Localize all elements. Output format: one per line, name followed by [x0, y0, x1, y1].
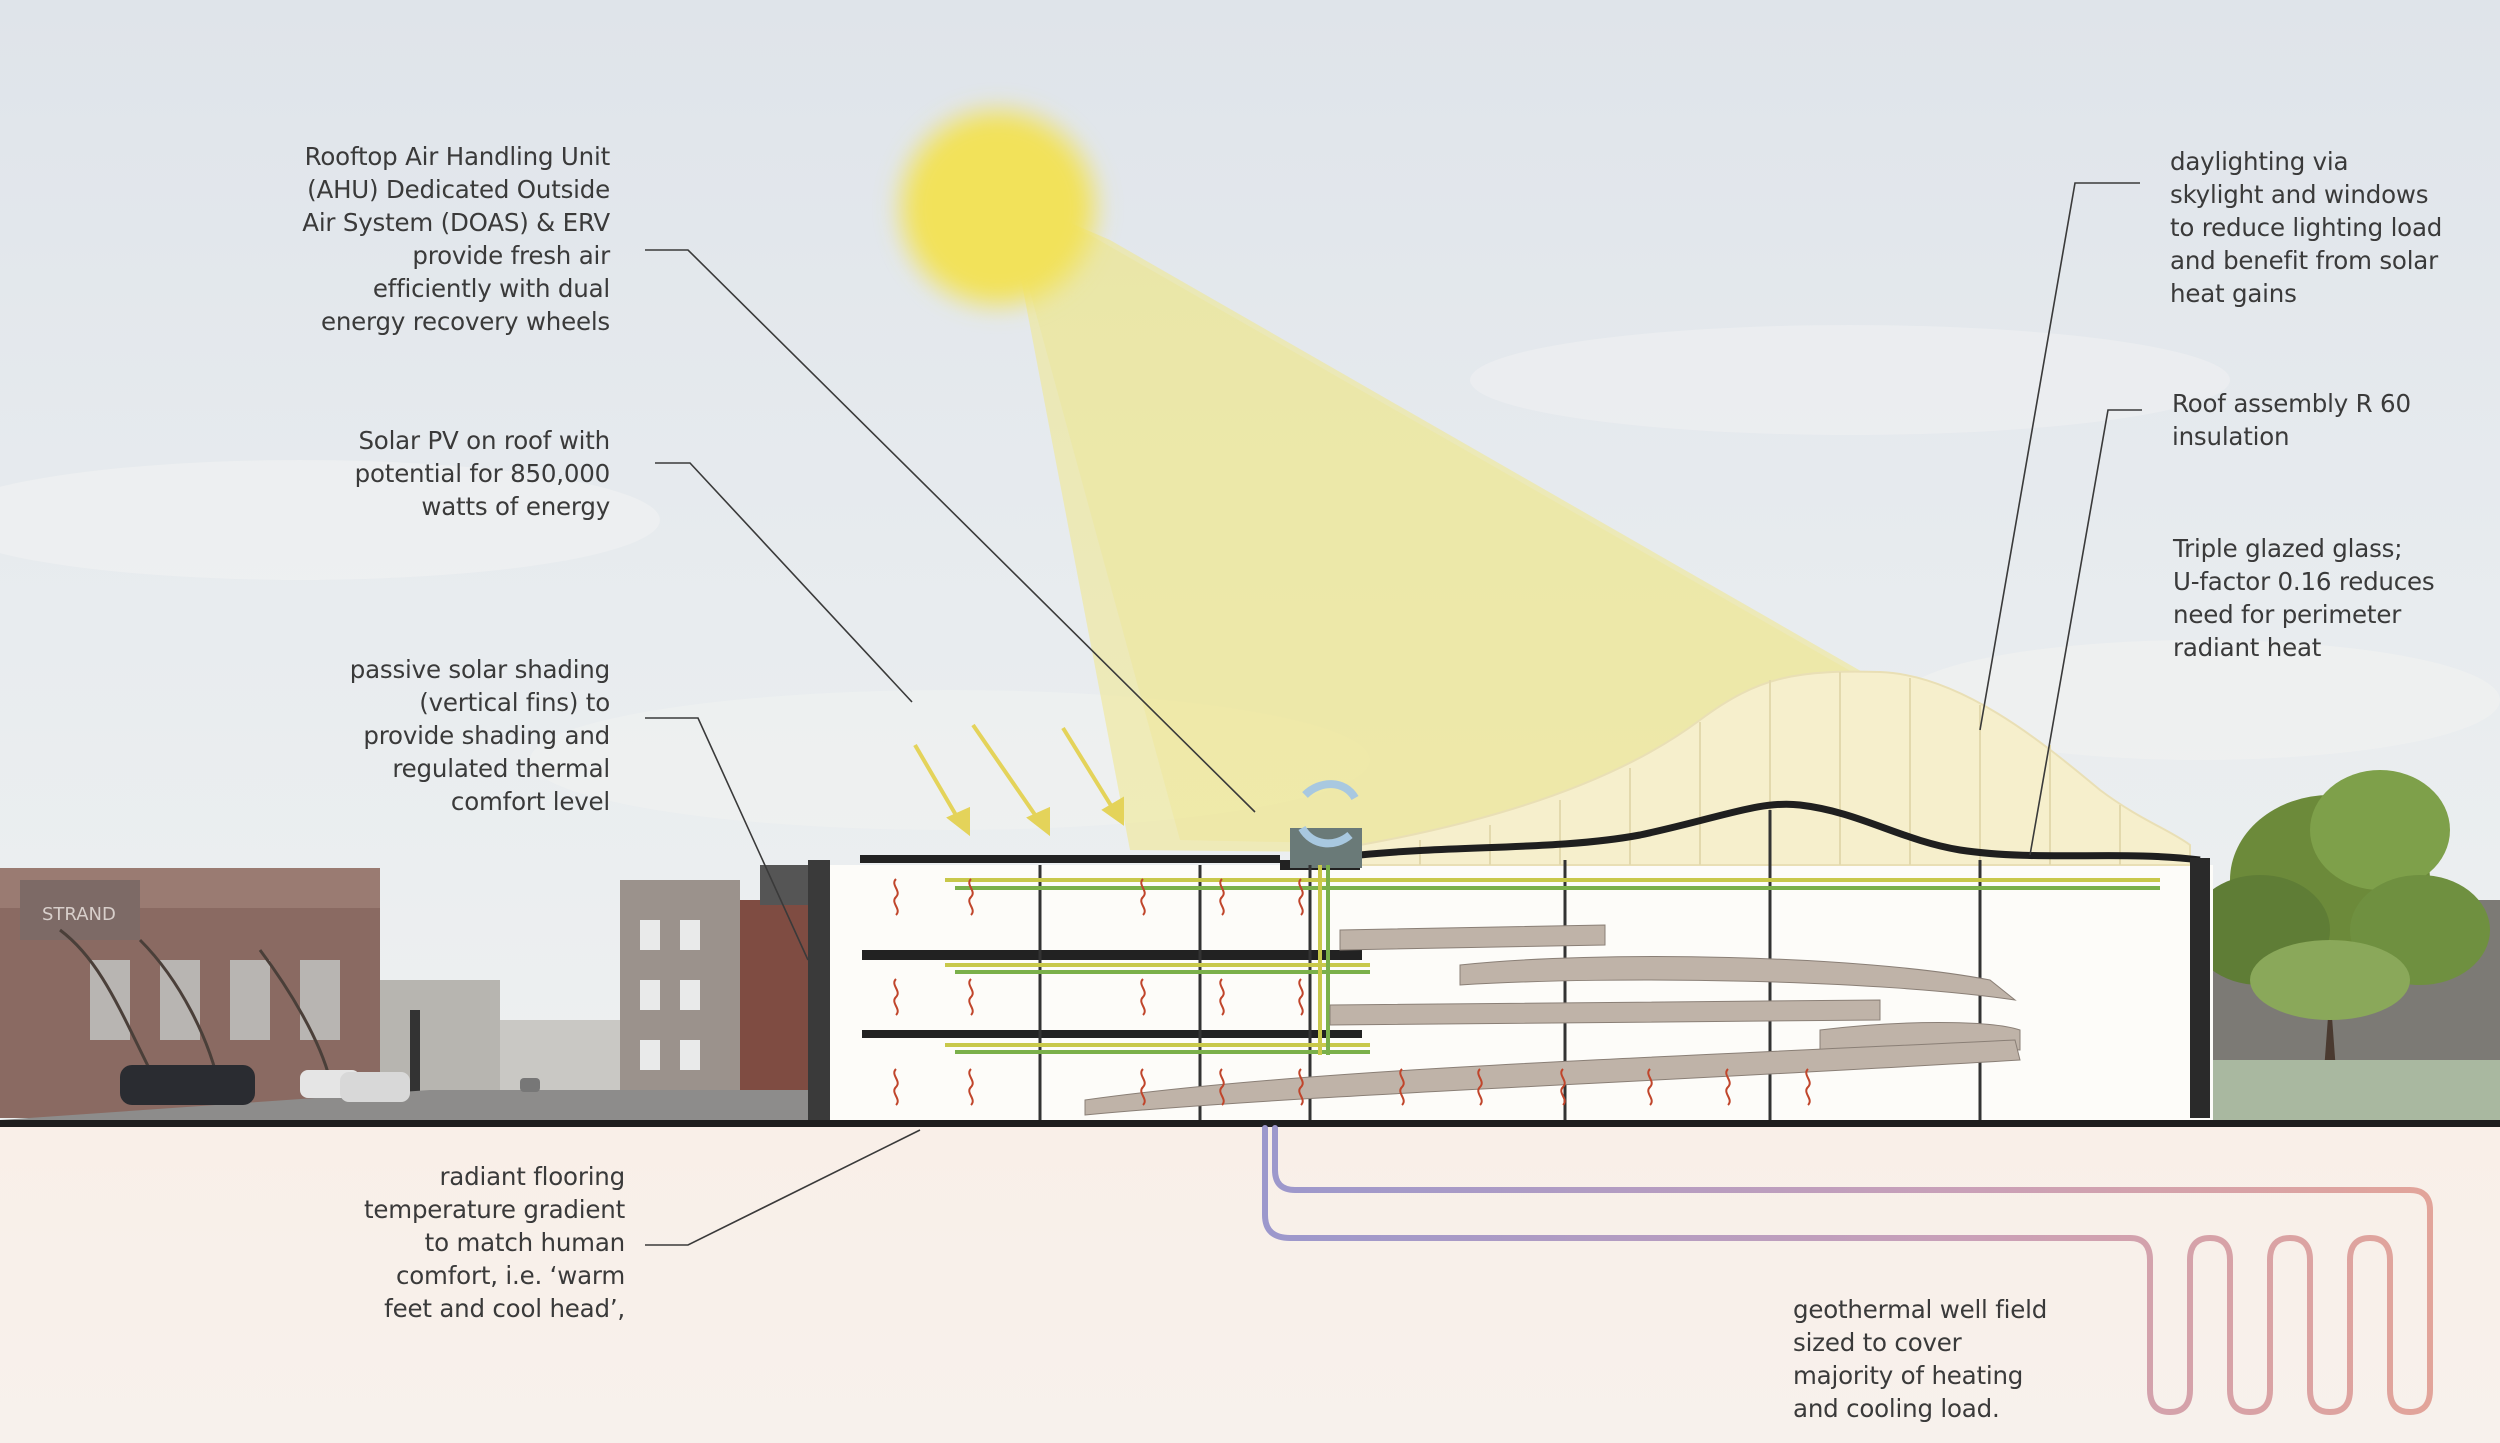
- building-sign-text: STRAND: [42, 904, 116, 925]
- leader-roof: [2029, 409, 2142, 856]
- annotation-glazing: Triple glazed glass; U-factor 0.16 reduc…: [2173, 534, 2435, 662]
- annotation-roof: Roof assembly R 60 insulation: [2172, 389, 2411, 451]
- annotation-geothermal: geothermal well field sized to cover maj…: [1793, 1295, 2048, 1423]
- geothermal-pipes: [1262, 1125, 2433, 1416]
- rooftop-ahu-unit: [1290, 828, 1362, 868]
- building-section: [808, 670, 2213, 1125]
- air-ducts: [945, 865, 2160, 1055]
- solar-arrows: [913, 723, 1124, 837]
- leader-lines: [645, 182, 2142, 1246]
- radiant-heat-waves: [893, 878, 1811, 1106]
- annotation-shading: passive solar shading (vertical fins) to…: [349, 655, 610, 816]
- annotation-solar-pv: Solar PV on roof with potential for 850,…: [354, 426, 611, 521]
- leader-solar-pv: [655, 462, 913, 703]
- ground: [0, 1125, 2500, 1443]
- annotation-radiant: radiant flooring temperature gradient to…: [364, 1162, 625, 1323]
- leader-daylighting: [1979, 182, 2140, 731]
- right-tree: [2190, 770, 2500, 1125]
- leader-shading: [645, 717, 809, 961]
- annotation-daylighting: daylighting via skylight and windows to …: [2170, 147, 2443, 308]
- leader-ahu: [645, 249, 1256, 813]
- sun: [886, 96, 1110, 320]
- parking-ramps: [1084, 924, 2021, 1116]
- left-streetscape: STRAND: [0, 865, 820, 1125]
- leader-radiant: [645, 1129, 921, 1246]
- annotation-ahu: Rooftop Air Handling Unit (AHU) Dedicate…: [302, 142, 610, 336]
- ground-line: [0, 1120, 2500, 1127]
